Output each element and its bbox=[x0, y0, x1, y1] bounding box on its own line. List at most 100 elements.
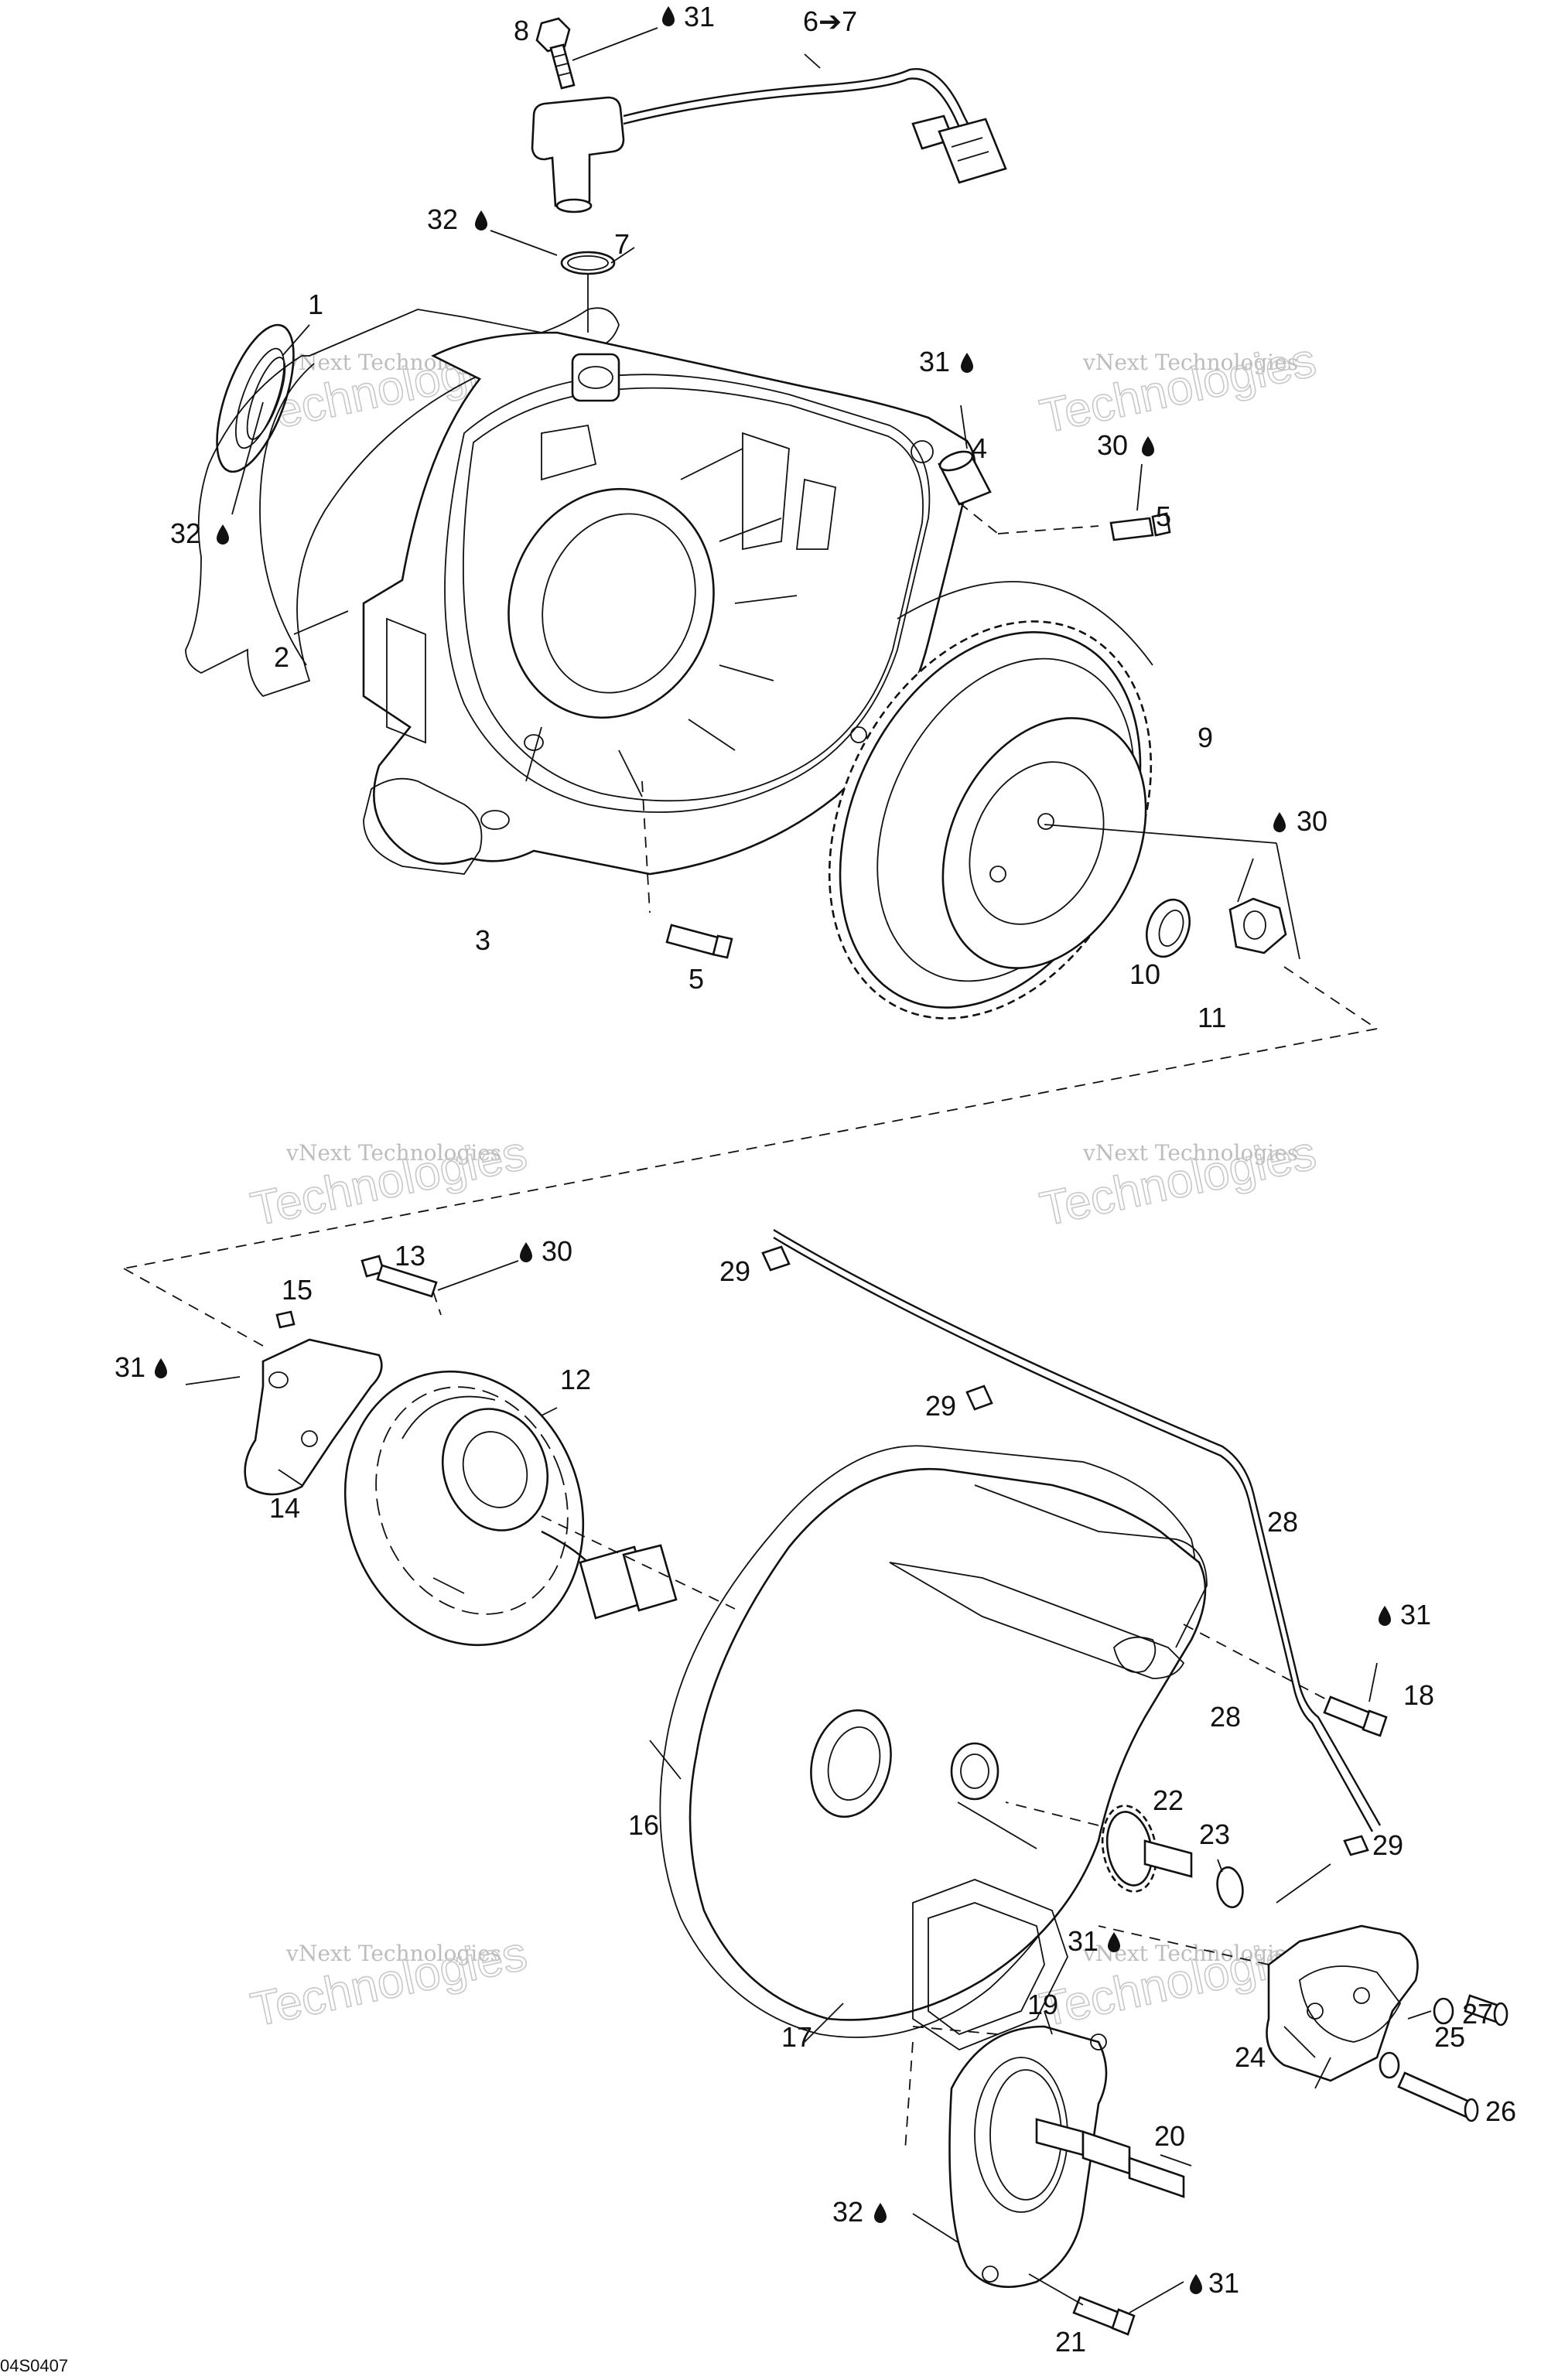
drawing-code: 04S0407 bbox=[0, 2356, 68, 2375]
part-21-bolt bbox=[1072, 2296, 1136, 2336]
callout-3: 3 bbox=[475, 924, 490, 956]
oil-drop-icon bbox=[961, 353, 973, 373]
callout-labels: 8 31 6➔7 32 7 1 32 2 3 31 4 30 5 9 30 10… bbox=[114, 1, 1516, 2358]
callout-28-upper: 28 bbox=[1267, 1506, 1298, 1538]
part-4-dowel bbox=[938, 450, 992, 506]
part-17-cover bbox=[688, 1467, 1208, 2051]
svg-text:vNext Technologies: vNext Technologies bbox=[285, 1941, 501, 1966]
oil-drop-icon bbox=[1108, 1932, 1120, 1952]
callout-30-flywheel: 30 bbox=[1297, 805, 1327, 837]
callout-9: 9 bbox=[1198, 722, 1213, 753]
callout-29-upper: 29 bbox=[719, 1255, 750, 1287]
part-1-oil-seal bbox=[216, 323, 295, 473]
callout-2: 2 bbox=[274, 641, 289, 673]
oil-drop-icon bbox=[1379, 1606, 1391, 1626]
callout-26: 26 bbox=[1485, 2095, 1516, 2127]
part-13-bolt bbox=[360, 1255, 438, 1298]
callout-18: 18 bbox=[1403, 1679, 1434, 1711]
callout-20: 20 bbox=[1154, 2120, 1185, 2152]
callout-22: 22 bbox=[1153, 1784, 1184, 1816]
oil-drop-icon bbox=[874, 2203, 887, 2223]
callout-10: 10 bbox=[1129, 958, 1160, 990]
oil-drop-icon bbox=[662, 6, 675, 26]
part-27-bolt bbox=[1464, 1994, 1509, 2027]
callout-17: 17 bbox=[781, 2021, 812, 2053]
part-8-bolt bbox=[535, 17, 576, 90]
watermark-middle-right: vNext Technologies Technologies bbox=[1035, 1125, 1321, 1237]
oil-drop-icon bbox=[217, 524, 229, 545]
callout-15: 15 bbox=[282, 1274, 313, 1306]
part-2-gasket bbox=[185, 307, 620, 698]
part-5-bolt-lower bbox=[665, 924, 733, 959]
part-29-clip-c bbox=[1343, 1835, 1369, 1856]
callout-30-upper: 30 bbox=[1097, 429, 1128, 461]
callout-31-right: 31 bbox=[1400, 1599, 1431, 1630]
oil-drop-icon bbox=[520, 1242, 532, 1262]
svg-text:vNext Technologies: vNext Technologies bbox=[1082, 350, 1298, 375]
callout-31-left: 31 bbox=[114, 1351, 145, 1383]
svg-text:vNext Technologies: vNext Technologies bbox=[285, 1140, 501, 1166]
part-5-bolt-upper bbox=[1109, 512, 1171, 541]
callout-24: 24 bbox=[1235, 2041, 1266, 2073]
callout-29-middle: 29 bbox=[925, 1390, 956, 1422]
callout-5-upper: 5 bbox=[1156, 500, 1171, 532]
oil-drop-icon bbox=[1190, 2274, 1202, 2294]
callout-31-top: 31 bbox=[684, 1, 715, 32]
oil-drop-icon bbox=[155, 1358, 167, 1378]
part-25-washer-lower bbox=[1379, 2051, 1400, 2079]
callout-16: 16 bbox=[628, 1809, 659, 1841]
callout-14: 14 bbox=[269, 1492, 300, 1524]
part-11-nut bbox=[1228, 897, 1287, 954]
part-18-bolt bbox=[1323, 1695, 1388, 1737]
callout-13: 13 bbox=[395, 1240, 425, 1272]
callout-32-left: 32 bbox=[170, 517, 201, 549]
part-19-pump-cover bbox=[948, 2025, 1108, 2288]
watermark-middle-left: vNext Technologies Technologies bbox=[246, 1125, 532, 1237]
callout-31-pump: 31 bbox=[1068, 1925, 1099, 1957]
callout-4: 4 bbox=[972, 432, 987, 464]
part-26-bolt bbox=[1397, 2071, 1479, 2122]
part-12-stator bbox=[343, 1370, 585, 1647]
part-10-washer bbox=[1146, 898, 1191, 958]
oil-drop-icon bbox=[475, 210, 487, 230]
watermark-bottom-left: vNext Technologies Technologies bbox=[246, 1926, 532, 2037]
callout-25: 25 bbox=[1434, 2021, 1465, 2053]
oil-drop-icons bbox=[155, 6, 1391, 2294]
callout-32-top: 32 bbox=[427, 203, 458, 235]
callout-27: 27 bbox=[1462, 1998, 1493, 2030]
callout-6-to-7: 6➔7 bbox=[803, 5, 857, 37]
callout-1: 1 bbox=[308, 289, 323, 320]
callout-8: 8 bbox=[514, 15, 529, 46]
part-3-housing bbox=[362, 331, 976, 876]
part-14-bracket bbox=[244, 1338, 383, 1496]
callout-31-bottom: 31 bbox=[1208, 2267, 1239, 2299]
oil-drop-icon bbox=[1273, 812, 1286, 832]
callout-30-lower: 30 bbox=[542, 1235, 572, 1267]
callout-19: 19 bbox=[1027, 1989, 1058, 2020]
part-20-shaft bbox=[1035, 2118, 1185, 2198]
svg-text:vNext Technologies: vNext Technologies bbox=[1082, 1140, 1298, 1166]
callout-28-lower: 28 bbox=[1210, 1701, 1241, 1733]
part-25-washer-upper bbox=[1433, 1997, 1454, 2025]
part-29-clip-a bbox=[761, 1245, 791, 1272]
part-29-clip-b bbox=[965, 1385, 993, 1411]
callout-12: 12 bbox=[560, 1364, 591, 1395]
oil-drop-icon bbox=[1142, 436, 1154, 456]
part-12-connector bbox=[541, 1530, 678, 1620]
callout-21: 21 bbox=[1055, 2326, 1086, 2358]
callout-5-lower: 5 bbox=[688, 963, 704, 995]
watermark-top-right: vNext Technologies Technologies bbox=[1035, 333, 1321, 444]
callout-11: 11 bbox=[1198, 1002, 1226, 1033]
part-15-screw bbox=[275, 1310, 296, 1329]
part-7-o-ring bbox=[560, 251, 616, 275]
callout-7: 7 bbox=[614, 228, 630, 260]
callout-29-lower: 29 bbox=[1372, 1829, 1403, 1861]
part-24-pump bbox=[1266, 1924, 1419, 2089]
part-9-flywheel bbox=[828, 581, 1153, 1019]
callout-23: 23 bbox=[1199, 1818, 1230, 1850]
callout-32-bottom: 32 bbox=[832, 2196, 863, 2228]
callout-31-upper-right: 31 bbox=[919, 346, 950, 377]
part-6-sensor bbox=[531, 67, 1007, 213]
